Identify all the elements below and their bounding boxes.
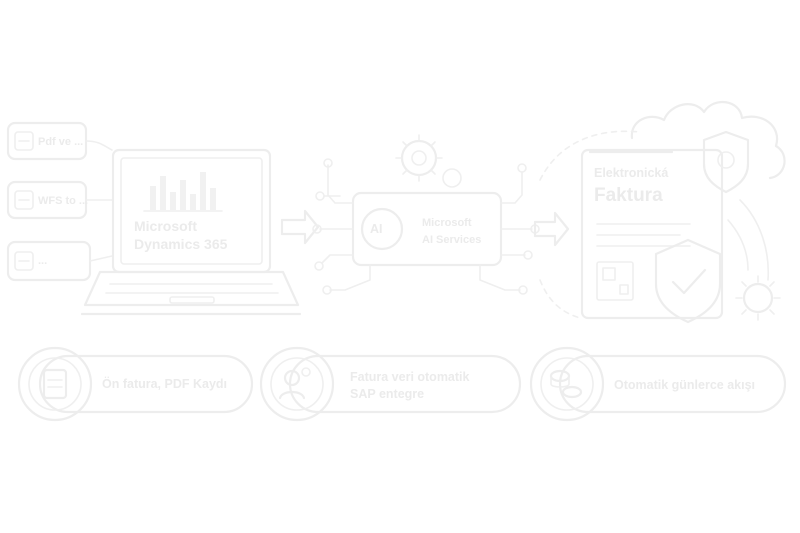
benefit-1-label: Ön fatura, PDF Kaydı [102, 377, 228, 391]
laptop-illustration [80, 148, 302, 316]
wms-icon [14, 190, 34, 210]
security-badge-icon [702, 130, 750, 194]
ai-processor [312, 134, 540, 295]
settings-burst-icon [735, 275, 781, 321]
benefit-card-2 [259, 346, 522, 422]
source-chip-3 [6, 240, 92, 282]
processor-line2: AI Services [422, 234, 482, 246]
source-chip-3-label: ... [38, 255, 48, 267]
dashed-arc [539, 130, 641, 181]
invoice-document [580, 148, 724, 324]
benefit-3-label: Otomatik günlerce akışı [614, 378, 756, 392]
invoice-title-line1: Elektronická [594, 166, 669, 180]
ai-badge: AI [370, 222, 383, 236]
shield-check-icon [654, 238, 722, 324]
benefit-card-3 [529, 346, 787, 422]
flow-arrow-2 [533, 211, 570, 247]
scan-icon [14, 251, 34, 271]
bar-chart-icon [143, 172, 223, 212]
cloud-outline [630, 101, 786, 180]
pdf-icon [14, 131, 34, 151]
benefit-2-label: Fatura veri otomatik [350, 370, 470, 384]
benefit-card-1 [17, 346, 254, 422]
coins-icon [549, 369, 583, 399]
flow-arrow-1 [280, 209, 320, 245]
invoice-title-line2: Faktura [594, 185, 663, 206]
processor-line1: Microsoft [422, 217, 472, 229]
source-chip-2-label: WFS to ... [38, 195, 89, 207]
laptop-title-line2: Dynamics 365 [134, 236, 228, 252]
laptop-title-line1: Microsoft [134, 218, 197, 234]
document-icon [42, 368, 68, 400]
benefit-2-label-line2: SAP entegre [350, 387, 425, 401]
gear-icon [395, 134, 462, 188]
people-gear-icon [278, 367, 311, 400]
source-chip-1-label: Pdf ve ... [38, 136, 84, 148]
